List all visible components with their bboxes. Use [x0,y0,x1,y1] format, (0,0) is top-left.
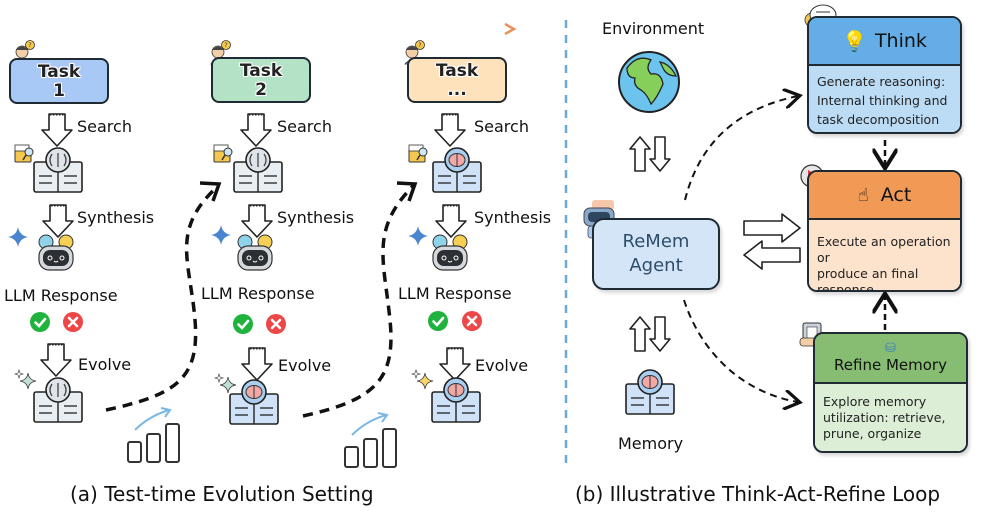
synthesis-down-arrow-icon [241,204,273,238]
evolve-label: Evolve [278,356,332,375]
refine-body-line: prune, organize [823,426,922,441]
act-body-line: produce an final [817,266,919,281]
memory-book-icon [432,147,482,193]
llm-response-label: LLM Response [398,284,512,303]
evolution-curve-2 [302,184,415,418]
star-icon [211,225,231,245]
database-icon: ⛁ [885,341,896,356]
memory-book-icon [33,147,83,193]
evolve-down-arrow-icon [241,347,273,381]
think-body-line: task decomposition [817,112,940,127]
act-card-header: ☝ Act [809,172,960,220]
sparkle-icon [411,369,434,390]
task-id: 1 [53,81,65,101]
check-icon [231,312,255,336]
think-card-body: Generate reasoning: Internal thinking an… [809,66,960,132]
search-down-arrow-icon [434,113,466,147]
evolve-label: Evolve [475,356,529,375]
evolve-down-arrow-icon [40,343,72,377]
folder-search-icon [408,144,428,163]
robot-icon [237,234,273,271]
search-down-arrow-icon [41,113,73,147]
lightbulb-gear-icon: 💡 [842,29,867,53]
sparkle-icon [14,369,37,390]
agent-to-think-curve [684,96,798,201]
task-title: Task [435,61,479,81]
cross-icon [460,309,484,333]
llm-response-label: LLM Response [201,284,315,303]
synthesis-down-arrow-icon [435,204,467,238]
panel-b-caption: (b) Illustrative Think-Act-Refine Loop [575,482,941,506]
think-card: 💡 Think Generate reasoning: Internal thi… [807,16,962,134]
search-label: Search [277,117,332,136]
memory-book-icon [625,369,675,415]
refine-card-header: ⛁ Refine Memory [815,334,966,384]
think-body-line: Generate reasoning: [817,74,946,89]
agent-name-line2: Agent [629,255,683,276]
llm-response-label: LLM Response [4,286,118,305]
growth-chart-icon [344,412,397,468]
search-label: Search [474,117,529,136]
memory-book-icon [33,377,83,423]
environment-label: Environment [602,19,705,38]
cross-icon [61,310,85,334]
pointing-hand-icon: ☝ [857,184,869,206]
globe-icon [618,51,680,113]
search-down-arrow-icon [240,113,272,147]
think-body-line: Internal thinking and [817,93,948,108]
task-title: Task [37,62,81,82]
star-icon [408,226,428,246]
agent-act-exchange-arrows-icon [743,213,801,270]
growth-chart-icon [127,407,180,463]
memory-book-icon [233,147,283,193]
task-title: Task [239,61,283,81]
think-card-header: 💡 Think [809,18,960,66]
check-icon [426,309,450,333]
folder-search-icon [213,144,233,163]
environment-exchange-arrows-icon [629,136,671,172]
think-title: Think [874,30,927,52]
robot-icon [432,234,468,271]
remem-agent-box: ReMem Agent [592,218,720,290]
search-label: Search [77,117,132,136]
cross-icon [264,312,288,336]
task-box-3: Task ... [407,57,507,103]
task-id: 2 [255,80,267,100]
panel-a-caption: (a) Test-time Evolution Setting [70,482,374,506]
evolve-label: Evolve [78,355,132,374]
act-body-line: Execute an operation or [817,234,951,265]
evolve-down-arrow-icon [439,347,471,381]
agent-name-line1: ReMem [622,231,690,252]
robot-icon [38,234,74,271]
refine-body-line: utilization: retrieve, [823,410,946,425]
agent-to-refine-curve [683,299,798,402]
sparkle-icon [214,373,237,394]
refine-body-line: Explore memory [823,394,927,409]
act-title: Act [880,184,912,206]
refine-memory-card: ⛁ Refine Memory Explore memory utilizati… [813,332,968,453]
refine-title: Refine Memory [834,356,947,374]
act-card-body: Execute an operation or produce an final… [809,220,960,292]
synthesis-down-arrow-icon [42,204,74,238]
memory-book-icon [431,377,481,423]
memory-exchange-arrows-icon [629,316,671,352]
synthesis-label: Synthesis [474,208,552,227]
star-icon [8,227,28,247]
evolution-curve-1 [105,184,220,412]
check-icon [28,310,52,334]
folder-search-icon [14,144,34,163]
synthesis-label: Synthesis [77,208,155,227]
memory-label: Memory [618,434,684,453]
task-id: ... [447,80,467,100]
act-body-line: response [817,282,874,292]
task-box-2: Task 2 [211,57,311,103]
act-card: ☝ Act Execute an operation or produce an… [807,170,962,292]
memory-book-icon [229,379,279,425]
refine-card-body: Explore memory utilization: retrieve, pr… [815,384,966,451]
synthesis-label: Synthesis [277,208,355,227]
task-box-1: Task 1 [9,58,109,104]
